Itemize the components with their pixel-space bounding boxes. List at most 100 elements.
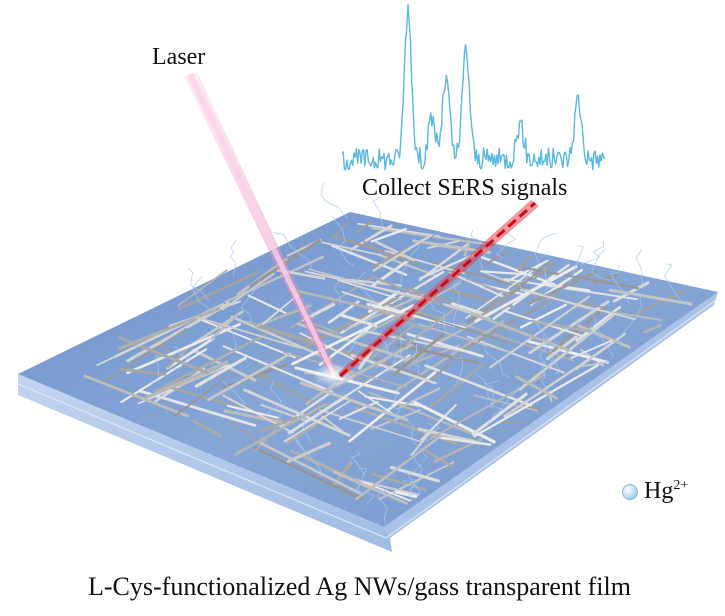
nanowire bbox=[440, 436, 492, 446]
molecule-wisp bbox=[412, 343, 419, 377]
nanowire bbox=[514, 375, 558, 400]
molecule-wisp bbox=[485, 389, 520, 428]
nanowire bbox=[570, 339, 613, 359]
nanowire bbox=[289, 287, 416, 320]
nanowire bbox=[429, 346, 466, 383]
nanowire bbox=[399, 387, 441, 409]
molecule-wisp bbox=[320, 182, 349, 220]
nanowire bbox=[483, 250, 510, 266]
molecule-wisp bbox=[376, 489, 388, 525]
molecule-wisp bbox=[356, 271, 380, 306]
substrate-right-side bbox=[384, 292, 718, 538]
nanowire bbox=[194, 316, 296, 359]
nanowire bbox=[577, 324, 631, 349]
mercury-ion-icon bbox=[622, 483, 638, 500]
laser-label: Laser bbox=[152, 44, 206, 70]
nanowire bbox=[423, 448, 454, 468]
nanowire bbox=[339, 270, 445, 335]
nanowire bbox=[262, 294, 299, 325]
figure-caption: L-Cys-functionalized Ag NWs/gass transpa… bbox=[88, 572, 631, 601]
nanowire bbox=[390, 465, 440, 483]
nanowire bbox=[249, 321, 369, 360]
nanowire bbox=[406, 332, 484, 358]
nanowire bbox=[126, 302, 230, 363]
nanowire bbox=[368, 323, 416, 361]
nanowire bbox=[355, 435, 441, 501]
nanowire bbox=[166, 337, 215, 370]
molecule-wisp bbox=[663, 263, 683, 304]
nanowire bbox=[474, 265, 578, 323]
molecule-wisp bbox=[390, 386, 407, 420]
nanowire bbox=[192, 419, 223, 438]
molecule-wisp bbox=[635, 248, 645, 288]
molecule-wisp bbox=[517, 266, 534, 297]
molecule-wisp bbox=[543, 266, 556, 302]
nanowire bbox=[233, 402, 328, 456]
nanowire bbox=[207, 352, 292, 402]
nanowire bbox=[102, 327, 188, 384]
molecule-wisp bbox=[475, 373, 502, 410]
molecule-wisp bbox=[404, 418, 428, 462]
nanowire bbox=[120, 367, 167, 376]
nanowire bbox=[411, 399, 496, 444]
molecule-wisp bbox=[618, 293, 642, 339]
molecule-wisp bbox=[484, 380, 499, 409]
nanowire bbox=[177, 269, 228, 307]
molecule-wisp bbox=[401, 237, 422, 284]
molecule-wisp bbox=[484, 340, 511, 379]
nanowire bbox=[321, 241, 383, 257]
nanowire bbox=[338, 400, 379, 420]
nanowire bbox=[530, 319, 592, 333]
nanowire bbox=[194, 356, 247, 388]
nanowire bbox=[480, 270, 533, 276]
nanowire bbox=[357, 222, 441, 238]
molecule-wisp bbox=[273, 232, 314, 272]
sers-signal-label: Collect SERS signals bbox=[362, 175, 568, 201]
nanowire bbox=[343, 282, 462, 347]
molecule-wisp bbox=[610, 264, 630, 304]
molecule-wisp bbox=[402, 480, 422, 501]
nanowire bbox=[528, 269, 598, 306]
nanowire bbox=[340, 313, 378, 328]
nanowire bbox=[178, 270, 260, 311]
molecule-wisp bbox=[541, 360, 551, 393]
raman-spectrum-trace bbox=[341, 4, 606, 171]
nanowire bbox=[488, 295, 591, 369]
nanowire bbox=[222, 394, 294, 434]
nanowire bbox=[375, 240, 415, 262]
molecule-wisp bbox=[263, 381, 282, 418]
nanowire bbox=[404, 309, 509, 344]
nanowire bbox=[579, 361, 610, 368]
molecule-wisp bbox=[536, 322, 556, 365]
nanowire bbox=[519, 303, 568, 329]
nanowire bbox=[395, 343, 479, 365]
molecule-wisp bbox=[534, 232, 557, 265]
molecule-wisp bbox=[221, 379, 246, 413]
molecule-wisp bbox=[240, 280, 261, 323]
molecule-wisp bbox=[423, 422, 442, 442]
molecule-wisp bbox=[333, 276, 345, 306]
nanowire bbox=[330, 220, 350, 241]
nanowire bbox=[394, 490, 418, 499]
nanowire bbox=[417, 323, 513, 354]
nanowire bbox=[304, 270, 425, 299]
molecule-wisp bbox=[580, 240, 604, 265]
nanowire bbox=[138, 389, 257, 427]
molecule-wisp bbox=[452, 278, 463, 328]
molecule-wisp bbox=[539, 335, 552, 371]
nanowire bbox=[370, 227, 407, 243]
substrate-front-side bbox=[18, 374, 392, 552]
molecule-wisp bbox=[589, 316, 614, 357]
nanowire bbox=[364, 395, 427, 408]
ion-legend: Hg2+ bbox=[622, 478, 688, 505]
molecule-wisp bbox=[331, 215, 354, 266]
nanowire bbox=[410, 429, 433, 456]
nanowire bbox=[391, 333, 445, 377]
nanowire bbox=[126, 322, 242, 375]
nanowire bbox=[253, 446, 364, 501]
nanowire bbox=[286, 441, 332, 464]
nanowire bbox=[371, 472, 427, 492]
nanowire bbox=[174, 378, 225, 417]
nanowire bbox=[473, 364, 600, 438]
